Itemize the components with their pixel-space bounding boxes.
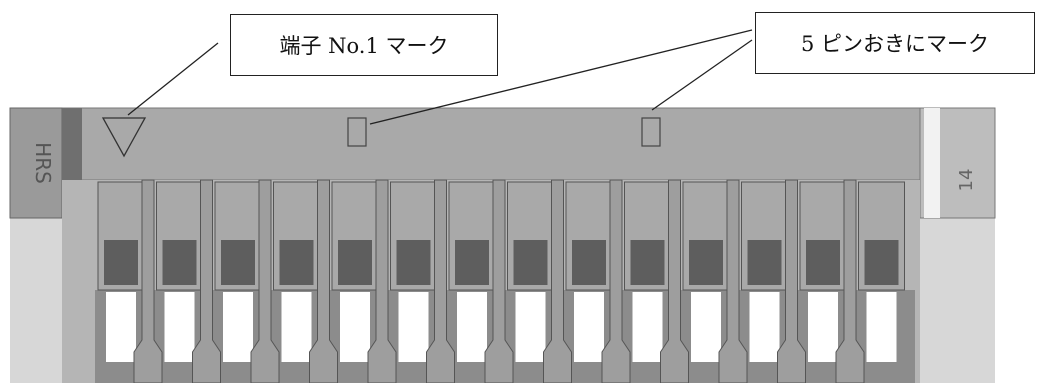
contact-window: [164, 292, 195, 362]
contact-shadow: [162, 240, 197, 285]
contact-window: [281, 292, 312, 362]
leader-line-pin1: [127, 42, 219, 116]
every5-mark-pin11: [641, 117, 661, 147]
contact-pin-14: [858, 181, 905, 362]
contact-pin-5: [331, 179, 397, 384]
contact-shadow: [279, 240, 314, 285]
contact-pin-7: [448, 179, 514, 384]
contact-pin-4: [273, 179, 338, 384]
contact-window: [574, 292, 604, 362]
contact-pin-2: [156, 179, 221, 384]
contact-pin-1: [97, 179, 163, 384]
contact-pin-8: [507, 179, 572, 384]
contact-pin-10: [624, 179, 689, 384]
contact-window: [632, 292, 663, 362]
contact-shadow: [864, 240, 899, 285]
contact-shadow: [806, 240, 840, 285]
pin1-mark-callout: 端子 No.1 マーク: [230, 14, 498, 76]
right-end-highlight: [924, 108, 940, 218]
contact-window: [106, 292, 136, 362]
contact-window: [515, 292, 546, 362]
connector-top-face: [59, 107, 931, 181]
contact-window: [691, 292, 721, 362]
contact-window: [749, 292, 780, 362]
contact-pin-9: [565, 179, 631, 384]
leader-line-pin11: [651, 39, 753, 111]
leader-line-pin6: [369, 29, 753, 125]
every5-mark-callout: 5 ピンおきにマーク: [755, 12, 1035, 74]
contact-pin-11: [682, 179, 748, 384]
contact-shadow: [513, 240, 548, 285]
contact-shadow: [221, 240, 255, 285]
left-end-block: [9, 107, 63, 219]
every5-mark-pin6: [347, 117, 367, 147]
brand-mark: HRS: [31, 142, 55, 184]
contact-pin-6: [390, 179, 455, 384]
contact-window: [398, 292, 429, 362]
contact-window: [866, 292, 897, 362]
contact-window: [223, 292, 253, 362]
contact-window: [340, 292, 370, 362]
contacts-group: [97, 179, 905, 384]
pin-count-mark: 14: [956, 169, 977, 192]
contact-shadow: [396, 240, 431, 285]
pin1-triangle-mark: [101, 117, 147, 158]
contact-pin-12: [741, 179, 806, 384]
contact-shadow: [455, 240, 489, 285]
contact-window: [808, 292, 838, 362]
contact-pin-13: [799, 179, 865, 384]
contact-shadow: [572, 240, 606, 285]
contact-shadow: [630, 240, 665, 285]
contact-shadow: [104, 240, 138, 285]
contact-shadow: [747, 240, 782, 285]
contact-window: [457, 292, 487, 362]
contact-pin-3: [214, 179, 280, 384]
contact-shadow: [338, 240, 372, 285]
contact-shadow: [689, 240, 723, 285]
